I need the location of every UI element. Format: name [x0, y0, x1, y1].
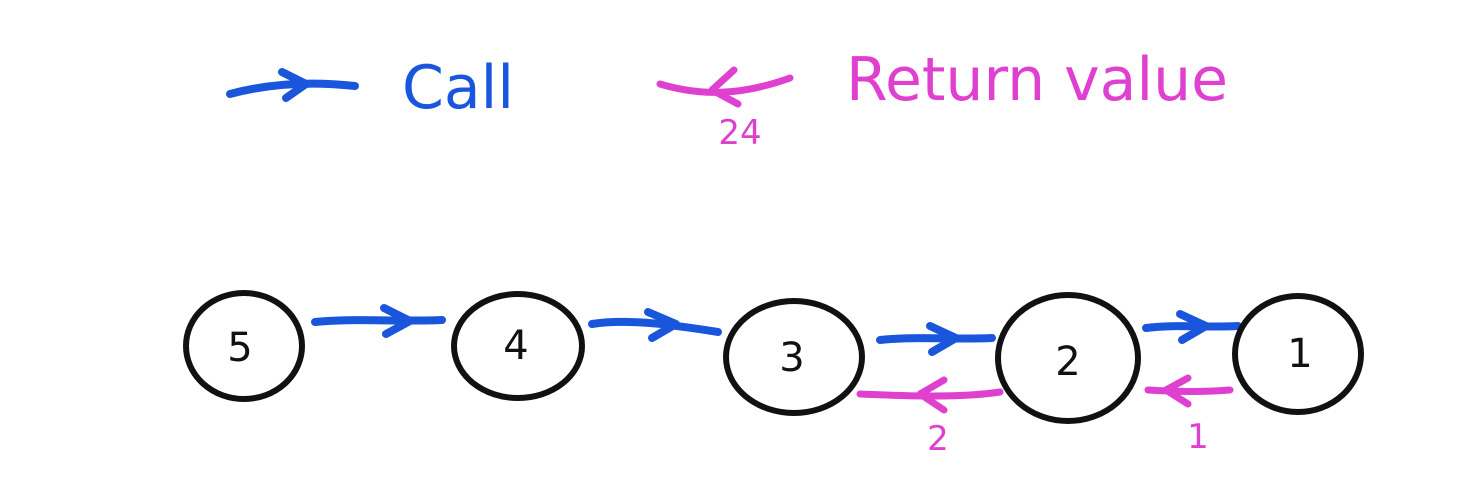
node-5: 5: [183, 290, 305, 402]
call-arrow-4-3: [588, 308, 722, 342]
legend-return: 24 Return value: [656, 45, 1228, 153]
return-value-label: 1: [1187, 417, 1209, 457]
node-1: 1: [1232, 293, 1364, 415]
legend-return-example-value: 24: [718, 113, 761, 153]
legend-call-arrowhead-icon: [278, 68, 310, 102]
legend-return-arrowhead-icon: [708, 66, 742, 108]
node-2: 2: [995, 292, 1141, 424]
node-label: 4: [503, 323, 528, 369]
node-label: 1: [1287, 331, 1312, 377]
call-arrow-3-2: [876, 322, 996, 356]
node-3: 3: [723, 298, 865, 416]
call-arrow-2-1: [1142, 310, 1242, 344]
return-arrow-2-3: 2: [856, 376, 1004, 459]
node-label: 2: [1055, 339, 1080, 385]
call-arrow-5-4: [311, 304, 446, 338]
legend-call: Call: [226, 53, 514, 123]
node-4: 4: [451, 291, 585, 401]
return-arrows: 2 1: [856, 374, 1234, 459]
return-value-label: 2: [927, 419, 949, 459]
legend-call-arrow-icon: [226, 79, 359, 98]
legend-return-label: Return value: [846, 45, 1228, 115]
nodes: 5 4 3 2 1: [183, 290, 1364, 424]
node-label: 3: [779, 335, 804, 381]
call-arrows: [311, 304, 1242, 356]
node-label: 5: [227, 325, 252, 371]
return-arrow-1-2: 1: [1144, 374, 1234, 457]
legend-call-label: Call: [402, 53, 514, 123]
